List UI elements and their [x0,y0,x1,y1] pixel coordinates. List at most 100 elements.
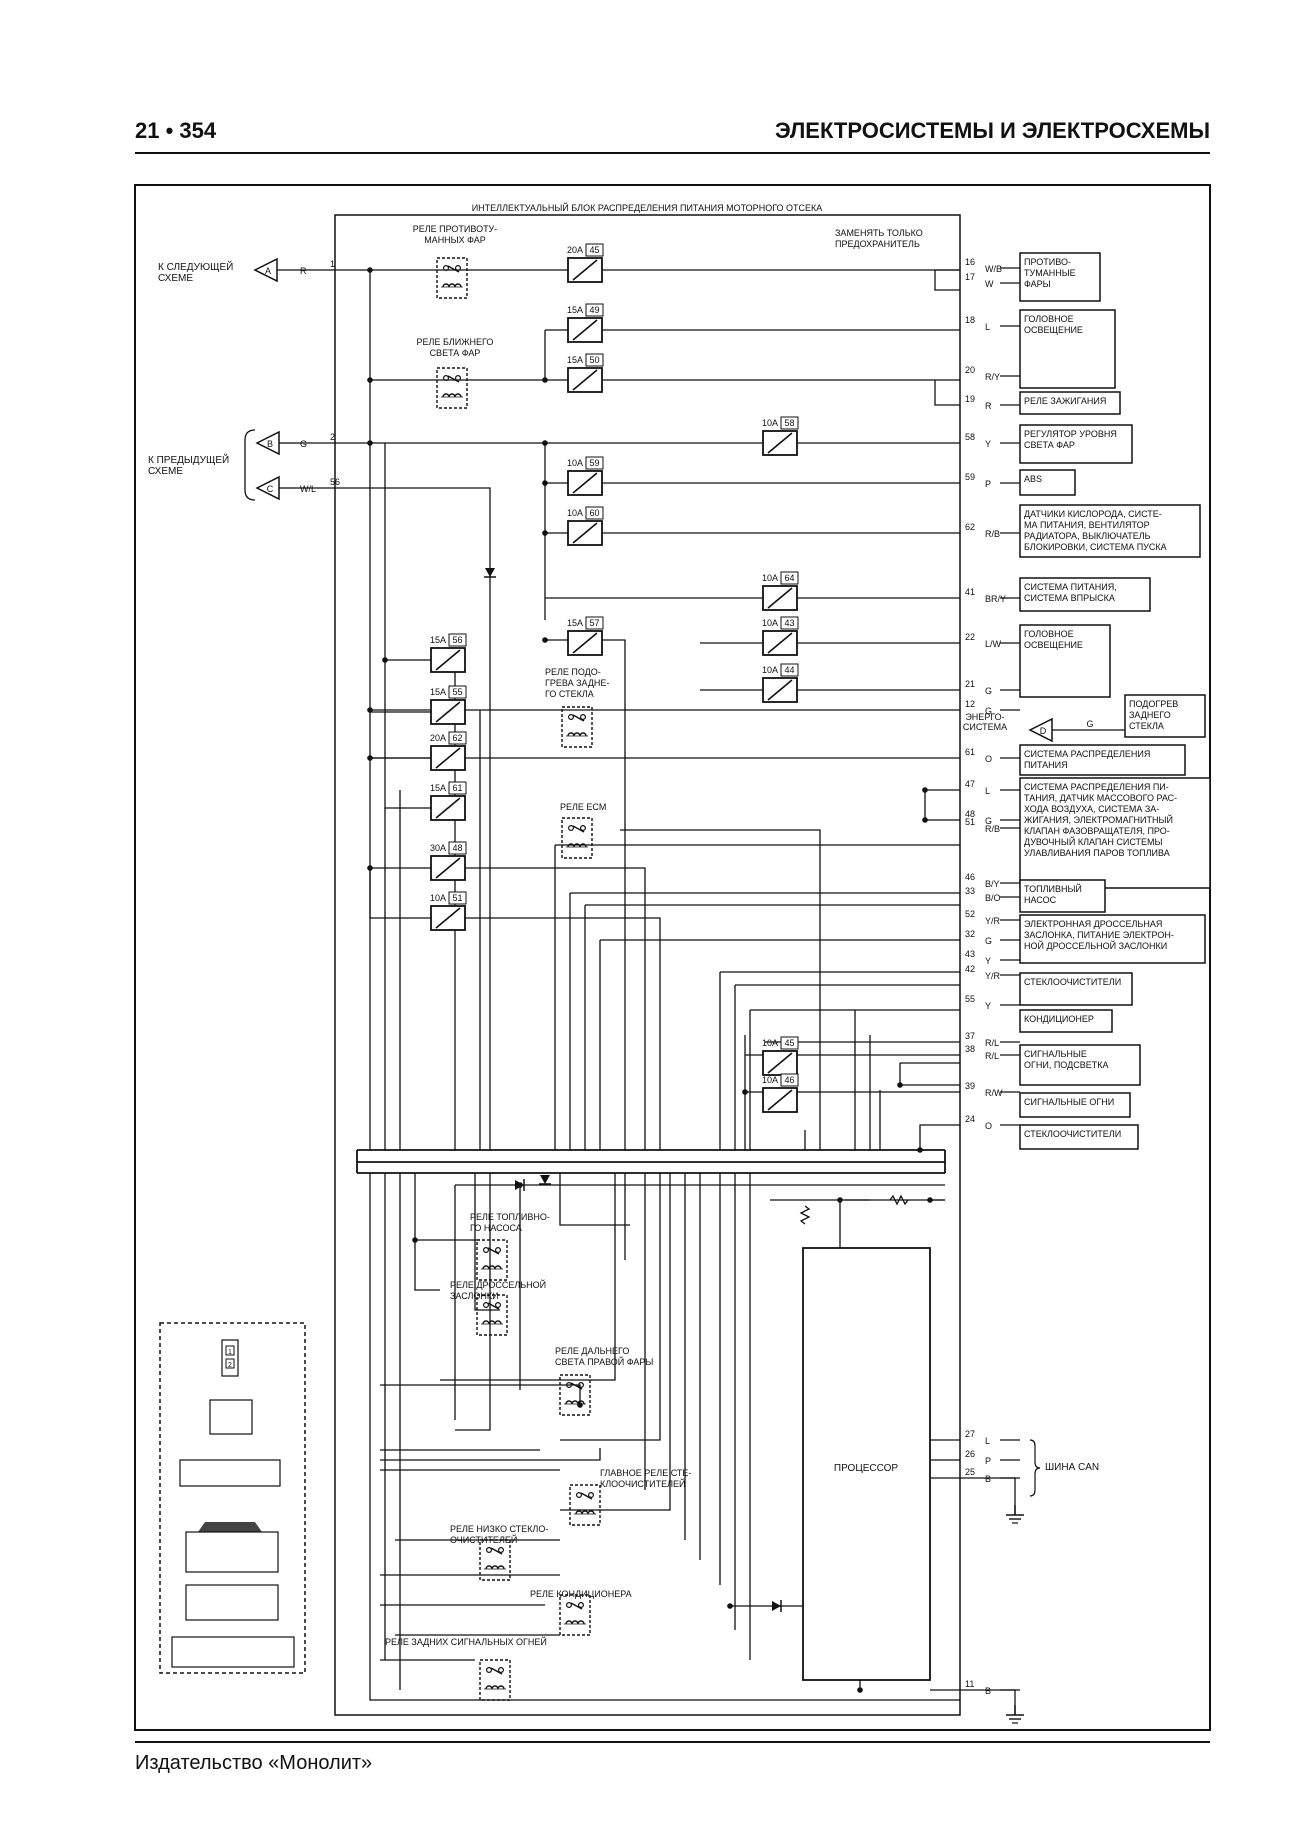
right-pin-number: 20 [965,365,975,375]
right-pin-color: P [985,479,991,489]
fuse-number: 44 [784,665,794,675]
wire [414,1173,440,1291]
fuse-symbol [430,855,466,881]
destination-label-line: СИГНАЛЬНЫЕ [1024,1049,1087,1059]
left-pin-color: G [300,439,307,449]
fuse-rating: 20A [567,245,583,255]
footer-rule [135,1741,1210,1743]
fuse-symbol [762,630,798,656]
wire [919,1124,960,1150]
destination-box [1019,744,1186,776]
left-pin-number: 1 [330,259,335,269]
right-pin-color: R/W [985,1088,1003,1098]
destination-label-line: БЛОКИРОВКИ, СИСТЕМА ПУСКА [1024,542,1167,552]
fuse-rating: 15A [430,783,446,793]
ref-energy-system: ЭНЕРГО-СИСТЕМА D G [963,712,1131,743]
destination-label: КОНДИЦИОНЕР [1024,1014,1094,1024]
header-rule [135,152,1210,154]
resistor [799,1205,811,1225]
destination-label: СИСТЕМА ПИТАНИЯ,СИСТЕМА ВПРЫСКА [1024,582,1117,603]
destination-box [1019,391,1121,415]
fuse-number-box [780,663,799,677]
relay-label: РЕЛЕ ECM [560,802,606,812]
relay-symbol [559,1594,591,1636]
destination-box [1019,777,1211,889]
destination: СИСТЕМА ПИТАНИЯ,СИСТЕМА ВПРЫСКА [1019,577,1151,612]
fuse-symbol [430,795,466,821]
junction-dot [742,1089,748,1095]
right-pin-color: Y [985,956,991,966]
relay: РЕЛЕ ПОДО-ГРЕВА ЗАДНЕ-ГО СТЕКЛА [545,667,609,748]
destination-box [1019,1044,1141,1086]
fuse-rating: 30A [430,843,446,853]
destination-box [1019,972,1133,1006]
junction-dot [382,657,388,663]
right-pin-number: 22 [965,632,975,642]
diode-body [772,1601,781,1611]
right-pin: 48G [965,809,1020,826]
relay-label-line: ГО НАСОСА [470,1223,522,1233]
right-pin-color: R/L [985,1051,999,1061]
destination-label-line: ДУВОЧНЫЙ КЛАПАН СИСТЕМЫ [1024,836,1163,847]
right-pin: 55Y [965,994,1020,1011]
right-pin-color: B [985,1474,991,1484]
destination-label-line: ФАРЫ [1024,279,1051,289]
destination-box [1019,504,1201,558]
wire [380,1448,601,1461]
relay-label-line: РЕЛЕ ДАЛЬНЕГО [555,1346,629,1356]
relay: ГЛАВНОЕ РЕЛЕ СТЕ-КЛООЧИСТИТЕЛЕЙ [569,1468,691,1526]
relay-label: РЕЛЕ ТОПЛИВНО-ГО НАСОСА [470,1212,550,1233]
right-pin-color: G [985,706,992,716]
fuse-symbol [567,257,603,283]
fuse-symbol [762,585,798,611]
relay-label-line: МАННЫХ ФАР [424,235,486,245]
svg-text:D: D [1040,726,1047,736]
relay-symbol [436,367,468,409]
wire [934,380,960,406]
wire [934,269,960,291]
right-pin: 59P [965,472,1020,489]
right-pin: 37R/L [965,1031,1020,1048]
relay-label-line: РЕЛЕ КОНДИЦИОНЕРА [530,1589,632,1599]
svg-text:B: B [267,439,273,449]
destination-label-line: ТАНИЯ, ДАТЧИК МАССОВОГО РАС- [1024,793,1177,803]
destination-label-line: СТЕКЛООЧИСТИТЕЛИ [1024,1129,1121,1139]
fuse-number: 46 [784,1075,794,1085]
right-pin-number: 24 [965,1114,975,1124]
fuse-symbol [762,1087,798,1113]
right-pin-color: L [985,786,990,796]
right-pin: 42Y/R [965,964,1020,981]
right-pin-color: W/B [985,264,1002,274]
section-title: ЭЛЕКТРОСИСТЕМЫ И ЭЛЕКТРОСХЕМЫ [775,118,1210,143]
right-pin-number: 42 [965,964,975,974]
destination-label-line: ЖИГАНИЯ, ЭЛЕКТРОМАГНИТНЫЙ [1024,814,1173,825]
relay-symbol [479,1539,511,1581]
fuse-rating: 20A [430,733,446,743]
fuse-number-box [780,616,799,630]
fuse-rating: 10A [762,418,778,428]
right-pin: 22L/W [965,632,1020,649]
destination: РЕЛЕ ЗАЖИГАНИЯ [1019,391,1121,415]
relay-symbol [569,1484,601,1526]
right-pin-color: O [985,1121,992,1131]
relay-label: РЕЛЕ НИЗКО СТЕКЛО-ОЧИСТИТЕЛЕЙ [450,1524,548,1545]
fuse-rating: 10A [567,508,583,518]
fuse-number: 49 [589,305,599,315]
fuse-number-box [780,1073,799,1087]
fuse-rating: 15A [430,635,446,645]
junction-dot [367,865,373,871]
right-pin: 32G [965,929,1020,946]
wire [474,1173,500,1311]
relay: РЕЛЕ НИЗКО СТЕКЛО-ОЧИСТИТЕЛЕЙ [450,1524,548,1581]
fuse-number-box [448,633,467,647]
diode-body [485,568,495,577]
junction-dot [837,1197,843,1203]
destination-label-line: СИГНАЛЬНЫЕ ОГНИ [1024,1097,1114,1107]
right-pin-number: 19 [965,394,975,404]
